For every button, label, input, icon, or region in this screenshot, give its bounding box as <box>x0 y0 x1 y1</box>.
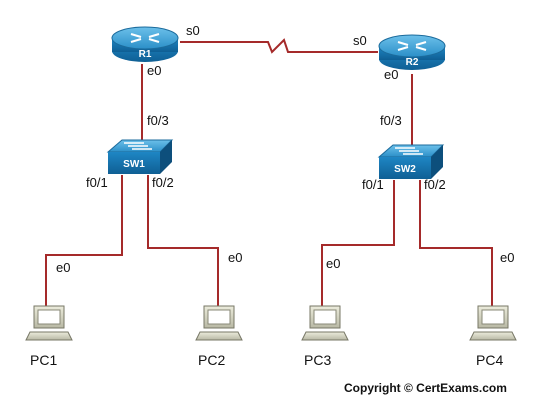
device-label-pc4: PC4 <box>476 352 503 368</box>
pc-icon <box>301 305 349 341</box>
pc-pc3[interactable] <box>301 305 349 341</box>
switch-sw2[interactable]: SW2 <box>377 144 445 179</box>
device-label-r1: R1 <box>139 49 152 60</box>
pc-labels: PC1 PC2 PC3 PC4 <box>30 352 503 368</box>
pc-pc2[interactable] <box>195 305 243 341</box>
iface-sw1-f01: f0/1 <box>86 175 108 190</box>
device-label-sw2: SW2 <box>394 164 416 175</box>
iface-r2-e0: e0 <box>384 67 398 82</box>
router-r1[interactable]: R1 <box>111 26 179 62</box>
iface-sw1-f02: f0/2 <box>152 175 174 190</box>
device-label-sw1: SW1 <box>123 159 145 170</box>
iface-r1-s0: s0 <box>186 23 200 38</box>
interface-labels: s0 s0 e0 e0 f0/3 f0/3 f0/1 f0/2 f0/1 f0/… <box>56 23 514 275</box>
link-sw2-pc3 <box>321 180 395 306</box>
switch-arrows-icon <box>124 142 152 150</box>
iface-sw2-f03: f0/3 <box>380 113 402 128</box>
switch-arrows-icon <box>395 147 423 155</box>
device-label-pc3: PC3 <box>304 352 331 368</box>
iface-sw1-f03: f0/3 <box>147 113 169 128</box>
switch-sw1[interactable]: SW1 <box>106 139 174 174</box>
iface-pc2-e0: e0 <box>228 250 242 265</box>
iface-r1-e0: e0 <box>147 63 161 78</box>
device-label-pc2: PC2 <box>198 352 225 368</box>
router-r2[interactable]: R2 <box>378 34 446 70</box>
iface-r2-s0: s0 <box>353 33 367 48</box>
iface-pc3-e0: e0 <box>326 256 340 271</box>
link-sw1-pc2 <box>147 175 219 306</box>
pc-icon <box>469 305 517 341</box>
copyright-text: Copyright © CertExams.com <box>344 381 507 395</box>
pc-pc1[interactable] <box>25 305 73 341</box>
iface-sw2-f02: f0/2 <box>424 177 446 192</box>
router-arrows-icon <box>397 41 427 51</box>
link-sw1-pc1 <box>45 175 123 306</box>
device-label-r2: R2 <box>406 57 419 68</box>
pc-icon <box>195 305 243 341</box>
link-sw2-pc4 <box>419 180 493 306</box>
pc-pc4[interactable] <box>469 305 517 341</box>
iface-sw2-f01: f0/1 <box>362 177 384 192</box>
pc-icon <box>25 305 73 341</box>
router-arrows-icon <box>130 33 160 43</box>
serial-link-r1-r2 <box>180 38 378 54</box>
iface-pc1-e0: e0 <box>56 260 70 275</box>
device-label-pc1: PC1 <box>30 352 57 368</box>
links <box>45 38 493 306</box>
iface-pc4-e0: e0 <box>500 250 514 265</box>
